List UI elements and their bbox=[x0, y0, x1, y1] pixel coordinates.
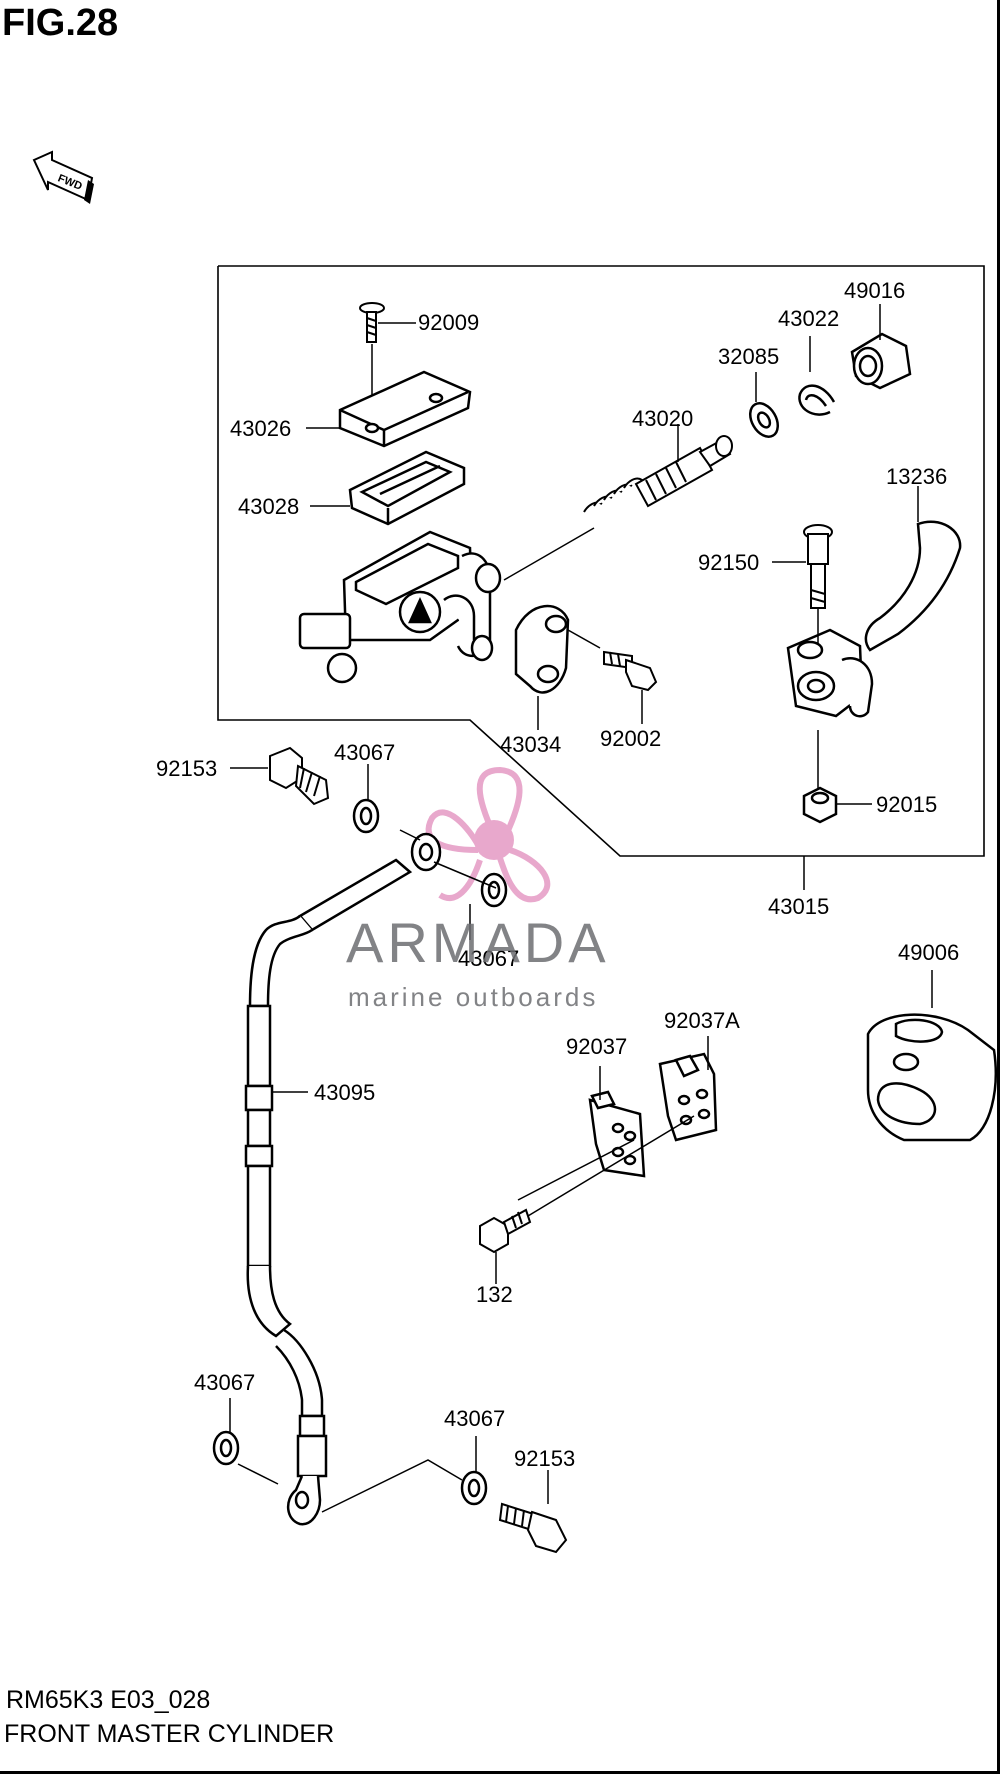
part-label-43028[interactable]: 43028 bbox=[238, 494, 300, 519]
washer-43067-lower-right-icon bbox=[460, 1470, 488, 1506]
diaphragm-43028-icon bbox=[348, 450, 466, 526]
part-label-43067-lower-left[interactable]: 43067 bbox=[194, 1370, 256, 1395]
nut-92015-icon bbox=[802, 786, 838, 824]
part-label-92037A[interactable]: 92037A bbox=[664, 1008, 740, 1033]
watermark-tagline: marine outboards bbox=[348, 982, 599, 1012]
frame-right-border bbox=[997, 0, 1000, 1774]
washer-43067-top-icon bbox=[352, 798, 380, 834]
part-label-43026[interactable]: 43026 bbox=[230, 416, 292, 441]
bolt-92002-icon bbox=[603, 650, 658, 692]
part-label-43067-top[interactable]: 43067 bbox=[334, 740, 396, 765]
reservoir-cap-43026-icon bbox=[338, 370, 472, 448]
lever-13236-icon bbox=[786, 520, 962, 718]
bolt-132-icon bbox=[479, 1208, 532, 1254]
boot-49016-icon bbox=[850, 332, 912, 390]
assembly-outline bbox=[217, 265, 985, 857]
part-label-43067-lower-right[interactable]: 43067 bbox=[444, 1406, 506, 1431]
bracket-92037-icon bbox=[588, 1090, 646, 1178]
part-label-43022[interactable]: 43022 bbox=[778, 306, 840, 331]
pivot-bolt-92150-icon bbox=[803, 524, 833, 609]
part-label-92153-bottom[interactable]: 92153 bbox=[514, 1446, 576, 1471]
bracket-92037A-icon bbox=[658, 1052, 718, 1142]
section-name: FRONT MASTER CYLINDER bbox=[4, 1720, 335, 1748]
banjo-bolt-92153-lower-icon bbox=[498, 1502, 568, 1554]
part-label-43095[interactable]: 43095 bbox=[314, 1080, 376, 1105]
part-label-132[interactable]: 132 bbox=[476, 1282, 513, 1307]
washer-43067-lower-left-icon bbox=[212, 1430, 240, 1466]
part-label-43020[interactable]: 43020 bbox=[632, 406, 694, 431]
watermark-brand: ARMADA bbox=[346, 911, 610, 974]
armada-logo-icon bbox=[425, 766, 551, 903]
cover-49006-icon bbox=[866, 1013, 997, 1142]
part-label-92153-top[interactable]: 92153 bbox=[156, 756, 218, 781]
part-label-92015[interactable]: 92015 bbox=[876, 792, 938, 817]
brake-hose-43095-icon bbox=[244, 832, 442, 1526]
frame-bottom-border bbox=[0, 1771, 1000, 1774]
piston-43020-icon bbox=[583, 435, 733, 513]
circlip-43022-icon bbox=[798, 384, 836, 416]
screw-92009-icon bbox=[359, 302, 385, 343]
part-label-92037[interactable]: 92037 bbox=[566, 1034, 628, 1059]
part-label-92002[interactable]: 92002 bbox=[600, 726, 662, 751]
figure-title: FIG.28 bbox=[2, 2, 119, 44]
model-code: RM65K3 E03_028 bbox=[6, 1686, 211, 1714]
part-label-43067-mid[interactable]: 43067 bbox=[458, 946, 520, 971]
fwd-arrow-icon: FWD bbox=[32, 150, 94, 204]
part-label-49016[interactable]: 49016 bbox=[844, 278, 906, 303]
washer-43067-mid-icon bbox=[480, 872, 508, 908]
part-label-13236[interactable]: 13236 bbox=[886, 464, 948, 489]
washer-32085-icon bbox=[749, 402, 779, 438]
part-label-49006[interactable]: 49006 bbox=[898, 940, 960, 965]
part-label-92009[interactable]: 92009 bbox=[418, 310, 480, 335]
banjo-bolt-92153-icon bbox=[269, 746, 330, 806]
clamp-43034-icon bbox=[514, 604, 570, 694]
part-label-92150[interactable]: 92150 bbox=[698, 550, 760, 575]
part-label-43034[interactable]: 43034 bbox=[500, 732, 562, 757]
part-label-32085[interactable]: 32085 bbox=[718, 344, 780, 369]
part-label-43015[interactable]: 43015 bbox=[768, 894, 830, 919]
master-cylinder-body-icon bbox=[298, 530, 502, 684]
